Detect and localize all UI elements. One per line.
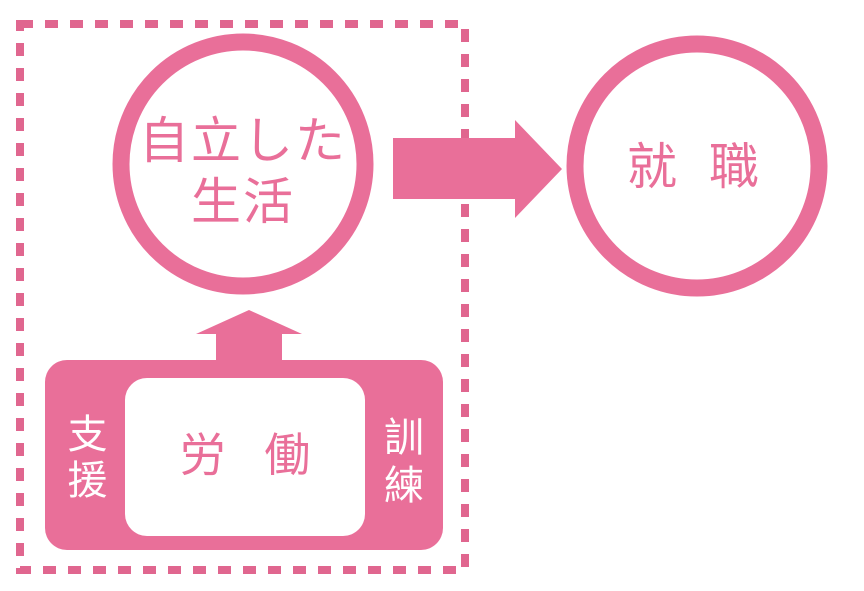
support-label-line2: 援: [67, 458, 108, 504]
employment-circle: [566, 35, 828, 297]
training-label-line2: 練: [384, 463, 424, 509]
employment-label: 就 職: [627, 138, 767, 196]
independent-living-circle: [112, 33, 374, 295]
dashed-group-border: [16, 20, 469, 574]
right-arrow-icon: [393, 120, 562, 218]
training-label-line1: 訓: [384, 415, 424, 461]
labor-inner-box: [125, 378, 365, 536]
support-label-line1: 支: [67, 412, 108, 458]
labor-label: 労 働: [179, 428, 323, 482]
independent-living-label-line2: 生活: [191, 173, 295, 231]
independent-living-label-line1: 自立した: [139, 112, 347, 170]
up-arrow-icon: [196, 310, 302, 363]
